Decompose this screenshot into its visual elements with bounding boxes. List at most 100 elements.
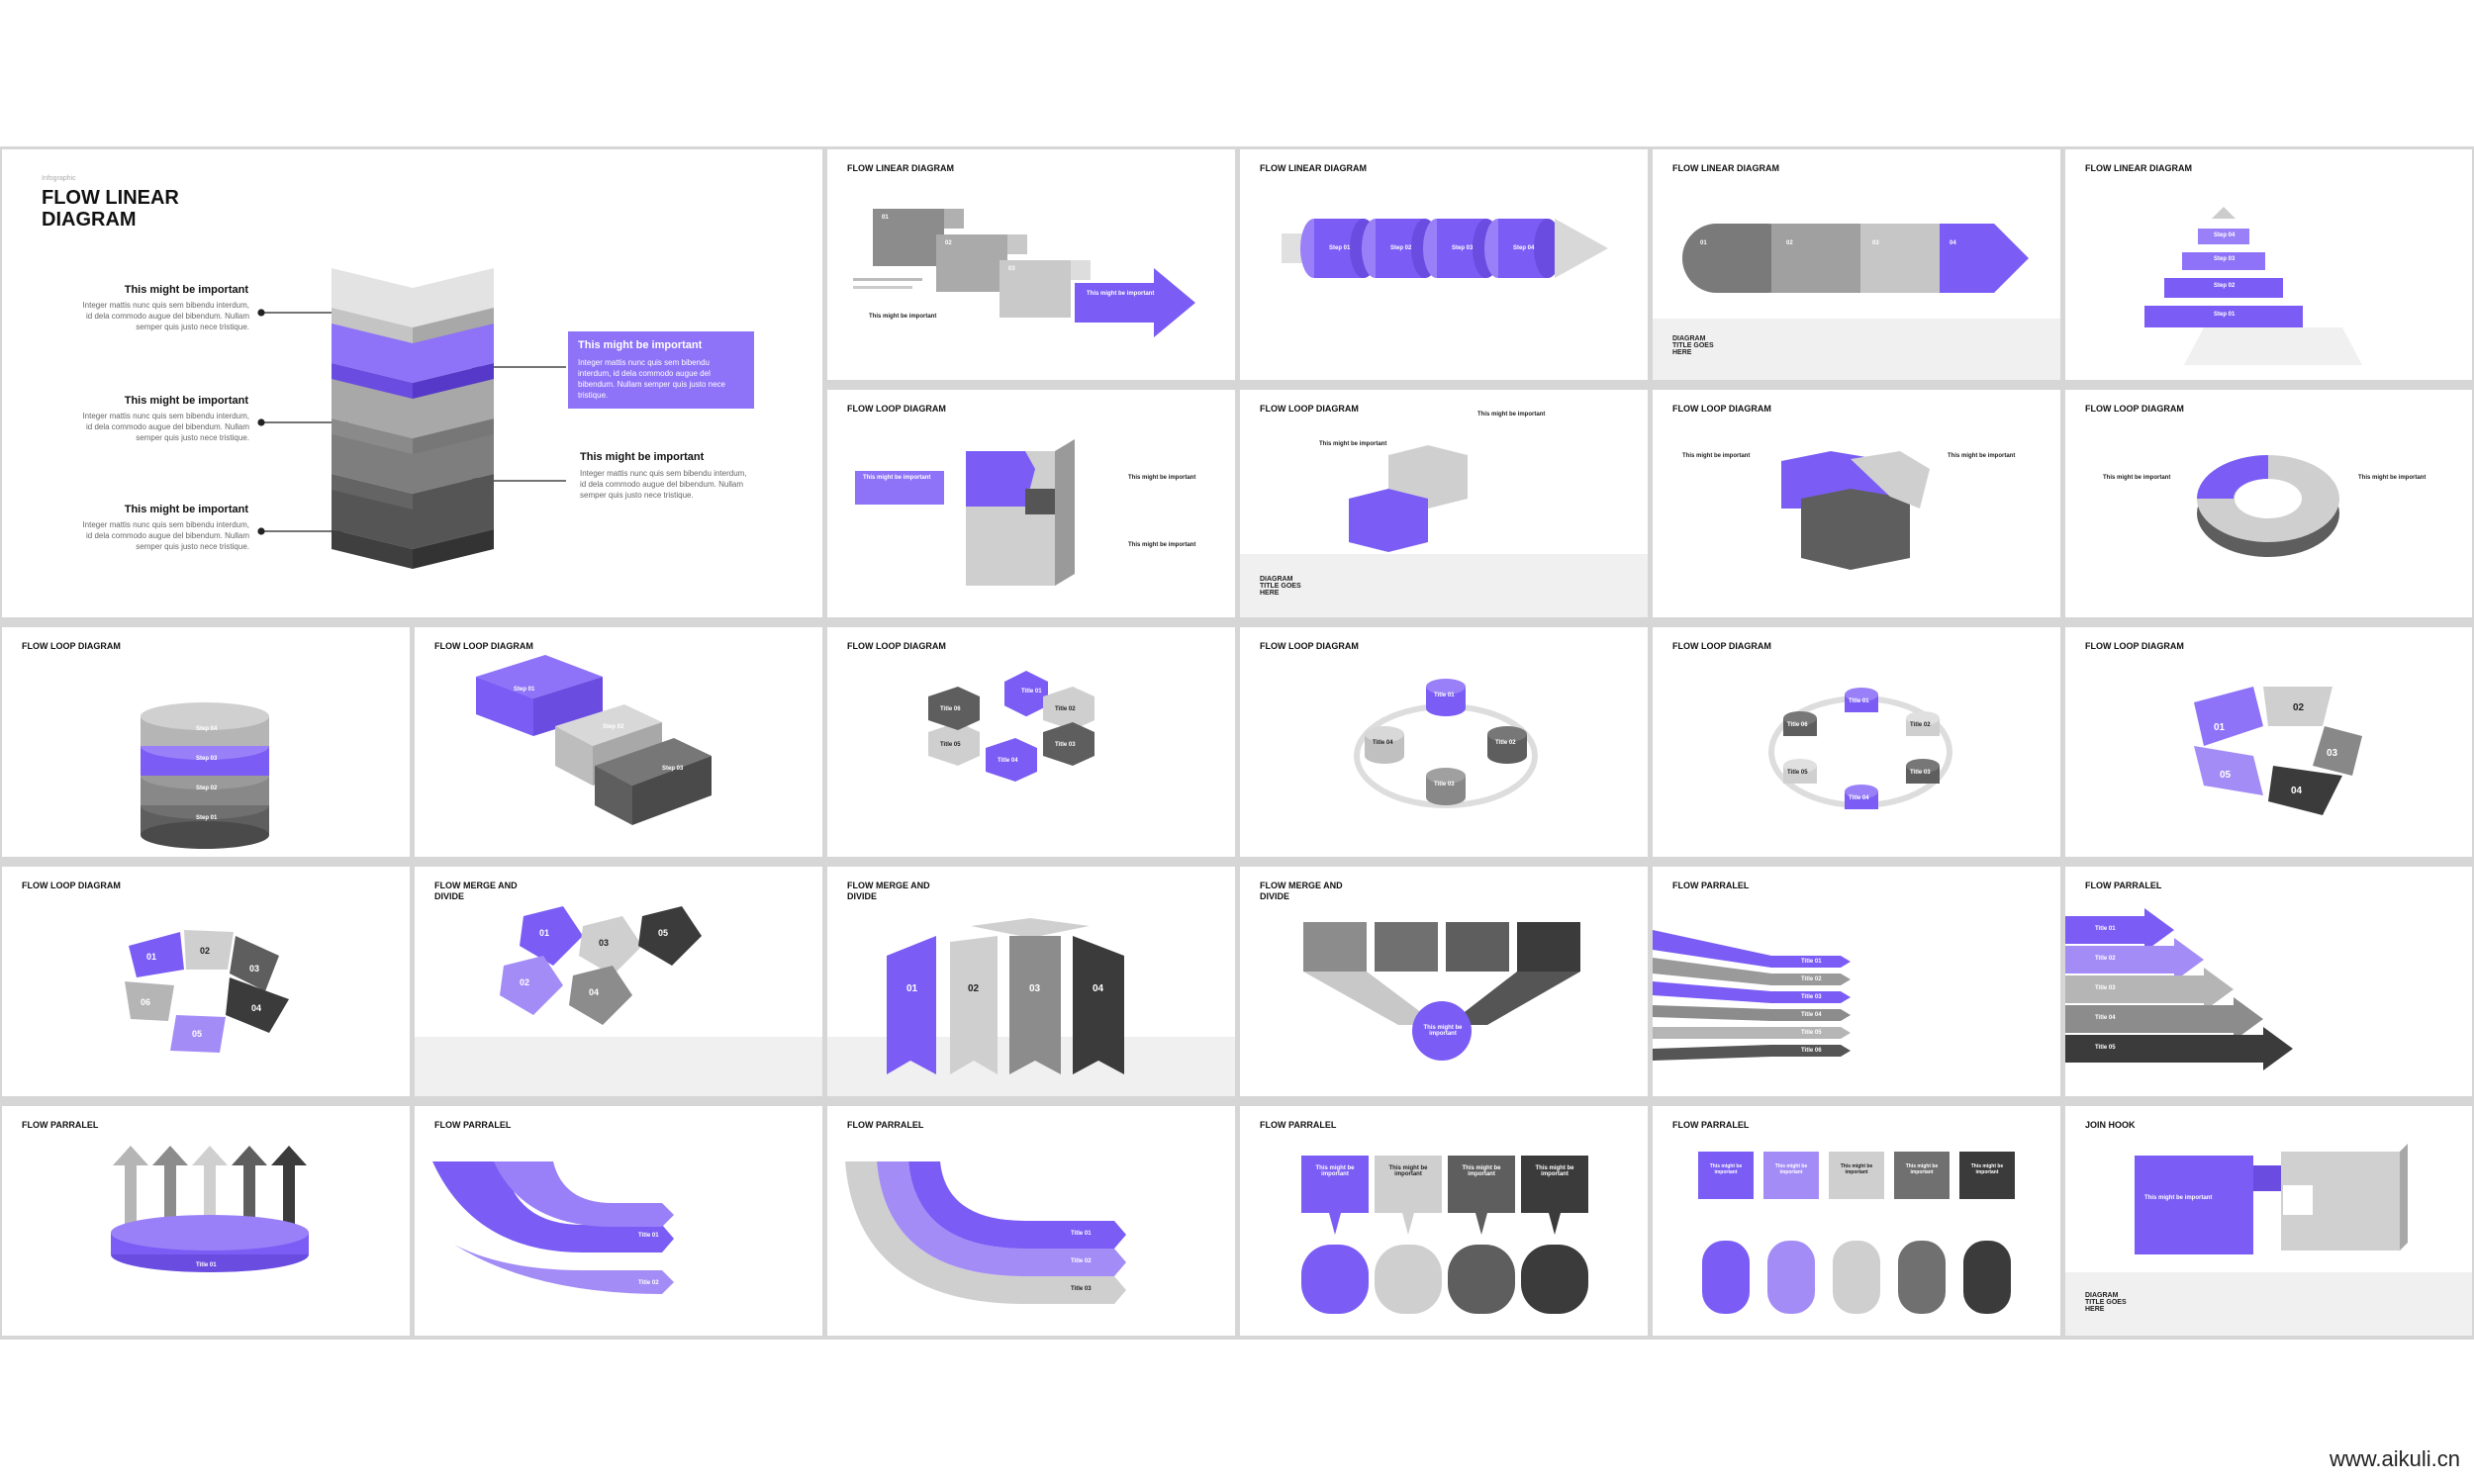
title-03: Title 03 [1071,1286,1092,1292]
segment-04: 04 [251,1003,262,1013]
hook-label: This might be important [2144,1195,2213,1201]
hexagon-ring-diagram [928,671,1094,782]
column-5-label: This might be important [1970,1163,2004,1175]
slide-flow-merge-3[interactable]: FLOW MERGE AND DIVIDE This might be impo… [1240,867,1648,1096]
slide-flow-parallel-1[interactable]: FLOW PARRALEL Title 01 Title 02 Title 03… [1653,867,2060,1096]
slide-flow-loop-1[interactable]: FLOW LOOP DIAGRAM This might be importan… [827,390,1235,617]
chevron-2-accent [332,324,494,403]
parallel-bars-diagram [1653,930,1851,1061]
label-important-2: This might be important [1477,412,1546,417]
chevron-1 [332,268,494,347]
band-title: DIAGRAM TITLE GOES HERE [1260,576,1301,597]
slide-flow-parallel-6[interactable]: FLOW PARRALEL This might be important Th… [1240,1106,1648,1336]
band-title: DIAGRAM TITLE GOES HERE [1672,335,1714,356]
label-important-2: This might be important [869,314,937,320]
bottom-band [2065,1272,2472,1336]
title-04: Title 04 [1849,795,1869,801]
slide-flow-loop-4[interactable]: FLOW LOOP DIAGRAM This might be importan… [2065,390,2472,617]
slide-flow-loop-8[interactable]: FLOW LOOP DIAGRAM Title 01 Title 02 Titl… [1240,627,1648,857]
slide-title: FLOW LOOP DIAGRAM [1260,641,1359,651]
cube-loop-diagram [855,439,1075,586]
label-important-1: This might be important [1319,441,1387,447]
slide-flow-linear-5[interactable]: FLOW LINEAR DIAGRAM Step 04 Step 03 Step… [2065,149,2472,380]
slide-title: FLOW LOOP DIAGRAM [22,641,121,651]
merge-arrows-diagram [500,906,702,1025]
title-01: Title 01 [1801,959,1822,965]
step-03: Step 03 [662,766,684,772]
band-title: DIAGRAM TITLE GOES HERE [2085,1292,2127,1313]
step-02: Step 02 [2214,283,2236,289]
label-important-2: This might be important [1948,453,2016,459]
column-3-label: This might be important [1462,1165,1501,1177]
puzzle-loop-diagram [1781,451,1930,570]
label-01: 01 [1700,240,1707,246]
funnel-merge-diagram [1303,922,1580,1061]
slide-flow-linear-4[interactable]: FLOW LINEAR DIAGRAM DIAGRAM TITLE GOES H… [1653,149,2060,380]
chevron-4 [332,434,494,513]
column-03: 03 [1029,983,1041,994]
slide-flow-loop-6[interactable]: FLOW LOOP DIAGRAM Step 01 Step 02 Step 0… [415,627,822,857]
step-04: Step 04 [1513,245,1535,251]
slide-kicker: Infographic [42,175,76,182]
slide-flow-merge-1[interactable]: FLOW MERGE AND DIVIDE 01 02 03 04 05 [415,867,822,1096]
slide-flow-merge-2[interactable]: FLOW MERGE AND DIVIDE 01 02 03 04 [827,867,1235,1096]
slide-title: FLOW LINEAR DIAGRAM [1260,163,1367,173]
label-important-1: This might be important [863,475,931,481]
slide-flow-parallel-2[interactable]: FLOW PARRALEL Title 01 Title 02 Title 03… [2065,867,2472,1096]
highlight-heading: This might be important [578,339,703,351]
title-01: Title 01 [1434,693,1455,698]
segment-01: 01 [2214,722,2226,733]
label-03: 03 [1008,266,1015,272]
chevron-stack-diagram [257,268,566,569]
segment-05: 05 [2220,770,2232,781]
slide-flow-linear-3[interactable]: FLOW LINEAR DIAGRAM Step 01 Step 02 Step… [1240,149,1648,380]
title-05: Title 05 [1801,1030,1822,1036]
column-04: 04 [1093,983,1104,994]
slide-flow-loop-10[interactable]: FLOW LOOP DIAGRAM 01 02 03 04 05 [2065,627,2472,857]
cylinder-ring-diagram [1354,679,1538,808]
join-hook-diagram [2135,1144,2408,1254]
title-02: Title 02 [1495,740,1516,746]
title-01: Title 01 [196,1262,217,1268]
slide-title: FLOW MERGE AND DIVIDE [847,881,930,901]
title-04: Title 04 [2095,1015,2116,1021]
left-item-1-body: Integer mattis nunc quis sem bibendu int… [82,301,249,331]
slide-flow-loop-5[interactable]: FLOW LOOP DIAGRAM Step 04 Step 03 Step 0… [2,627,410,857]
segment-03: 03 [2327,748,2338,759]
upward-arrows-diagram [111,1146,309,1272]
slide-flow-loop-11[interactable]: FLOW LOOP DIAGRAM 01 02 03 04 05 06 [2,867,410,1096]
column-2-label: This might be important [1774,1163,1808,1175]
capsule-arrow-diagram [1682,224,2029,293]
slide-flow-parallel-5[interactable]: FLOW PARRALEL Title 01 Title 02 Title 03 [827,1106,1235,1336]
arrow-ring-diagram [2194,687,2362,815]
slide-flow-linear-2[interactable]: FLOW LINEAR DIAGRAM 01 02 03 This might … [827,149,1235,380]
left-item-2-heading: This might be important [124,395,248,407]
label-important-1: This might be important [1087,291,1155,297]
slide-flow-loop-7[interactable]: FLOW LOOP DIAGRAM Title 01 Title 02 Titl… [827,627,1235,857]
slide-flow-loop-2[interactable]: FLOW LOOP DIAGRAM DIAGRAM TITLE GOES HER… [1240,390,1648,617]
slide-flow-parallel-4[interactable]: FLOW PARRALEL Title 01 Title 02 [415,1106,822,1336]
title-02: Title 02 [638,1280,659,1286]
divide-columns-diagram [887,918,1124,1074]
slide-flow-parallel-7[interactable]: FLOW PARRALEL This might be important Th… [1653,1106,2060,1336]
title-06: Title 06 [1801,1048,1822,1054]
slide-title: FLOW LINEAR DIAGRAM [847,163,954,173]
arrow-02: 02 [520,977,530,987]
slide-flow-loop-3[interactable]: FLOW LOOP DIAGRAM This might be importan… [1653,390,2060,617]
title-line-1: FLOW LINEAR [42,187,179,209]
slide-flow-parallel-3[interactable]: FLOW PARRALEL Title 01 [2,1106,410,1336]
title-05: Title 05 [2095,1045,2116,1051]
title-03: Title 03 [1910,770,1931,776]
title-02: Title 02 [2095,956,2116,962]
slide-title: FLOW PARRALEL [1260,1120,1337,1130]
parallel-arrows-diagram [2065,908,2293,1070]
label-important-1: This might be important [2103,475,2171,481]
bottom-band [415,1037,822,1096]
column-1-label: This might be important [1315,1165,1355,1177]
six-cylinder-ring-diagram [1768,688,1952,809]
highlight-box: This might be important Integer mattis n… [568,331,754,409]
slide-flow-loop-9[interactable]: FLOW LOOP DIAGRAM Title 01 Title 02 Titl… [1653,627,2060,857]
bottom-band [1653,319,2060,380]
slide-join-hook[interactable]: JOIN HOOK DIAGRAM TITLE GOES HERE This m… [2065,1106,2472,1336]
featured-slide[interactable]: Infographic FLOW LINEAR DIAGRAM This mig… [2,149,822,617]
